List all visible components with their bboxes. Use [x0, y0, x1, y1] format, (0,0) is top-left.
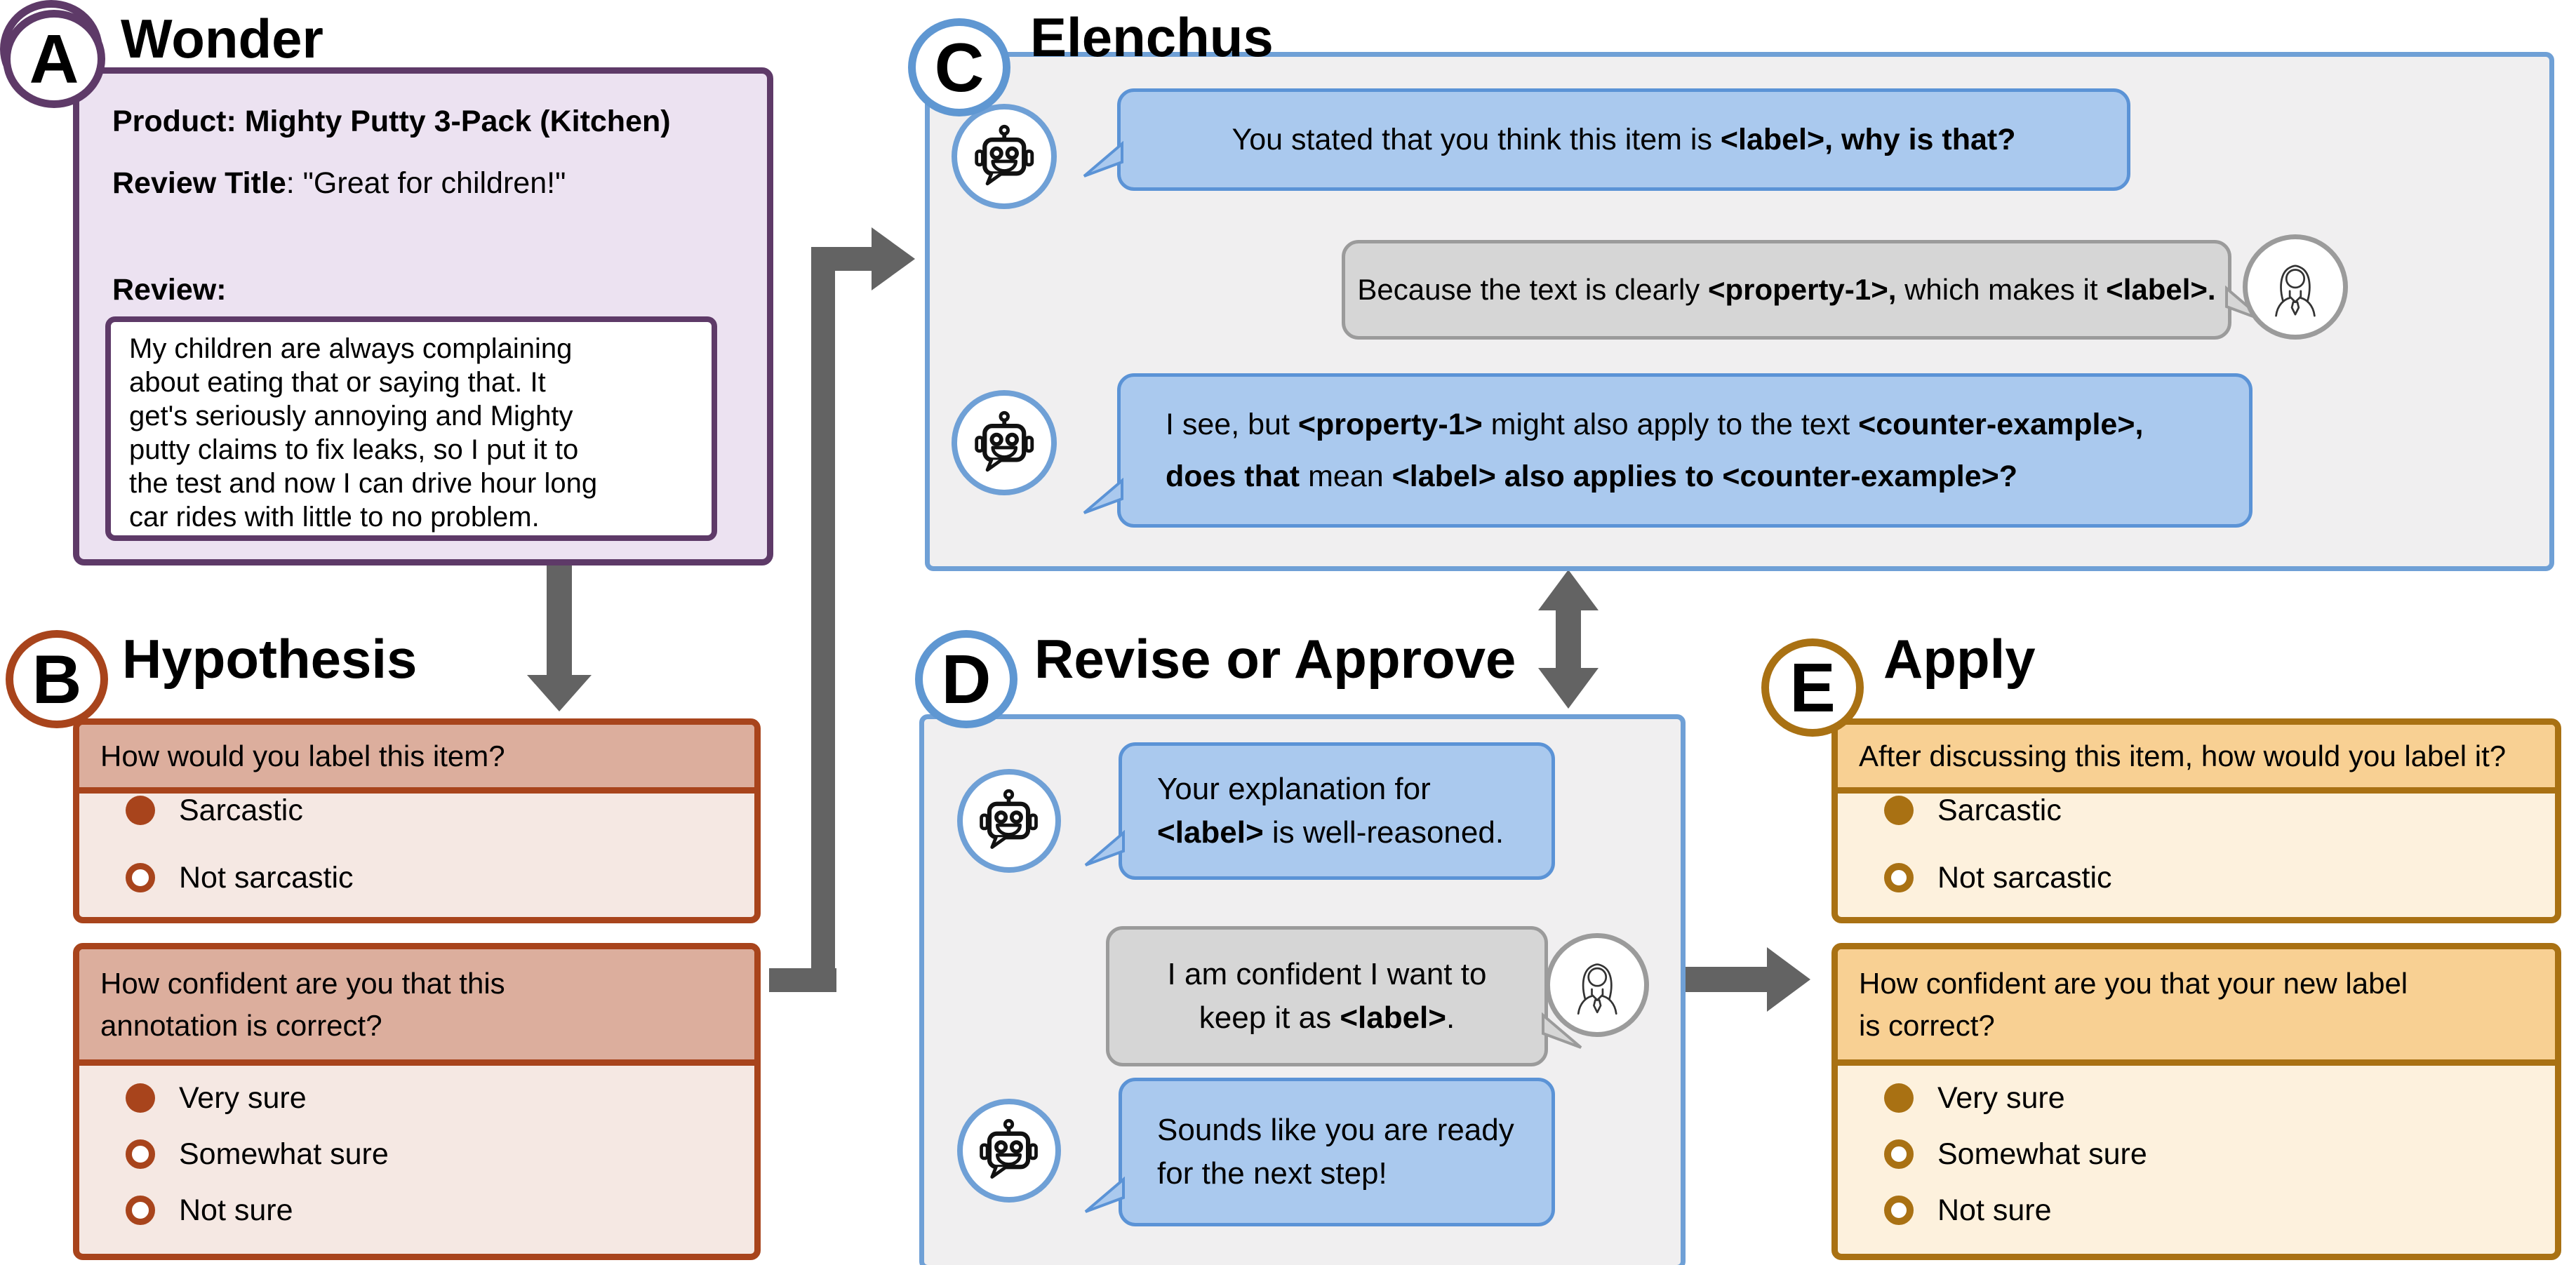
step-letter-a: A — [3, 10, 105, 108]
bubble-tail-icon — [1083, 478, 1123, 514]
radio-option-somewhat-sure[interactable]: Somewhat sure — [126, 1136, 389, 1172]
radio-icon[interactable] — [126, 796, 155, 825]
review-title-line: Review Title: "Great for children!" — [112, 166, 566, 200]
radio-option-not-sarcastic[interactable]: Not sarcastic — [1884, 859, 2112, 896]
person-icon — [2275, 265, 2316, 317]
arrow-b-to-c-segment-top — [811, 247, 873, 271]
radio-option-label[interactable]: Somewhat sure — [179, 1137, 389, 1171]
radio-option-label[interactable]: Very sure — [179, 1080, 307, 1115]
review-heading: Review: — [112, 273, 227, 307]
radio-icon[interactable] — [126, 1196, 155, 1225]
bubble-tail-icon — [1083, 141, 1123, 178]
radio-icon[interactable] — [1884, 1196, 1914, 1225]
robot-avatar — [952, 390, 1057, 495]
step-letter-e: E — [1761, 638, 1864, 737]
radio-option-sarcastic[interactable]: Sarcastic — [126, 792, 303, 829]
radio-icon[interactable] — [1884, 1083, 1914, 1113]
wonder-item-card: Product: Mighty Putty 3-Pack (Kitchen) R… — [73, 67, 773, 565]
revise-approve-chat-panel: Your explanation for<label> is well-reas… — [919, 714, 1686, 1265]
question-text: After discussing this item, how would yo… — [1838, 725, 2555, 794]
radio-option-label[interactable]: Somewhat sure — [1937, 1137, 2147, 1171]
robot-icon — [975, 410, 1034, 471]
radio-option-label[interactable]: Not sure — [179, 1193, 293, 1227]
person-icon — [1577, 963, 1617, 1015]
bubble-tail-icon — [1542, 1012, 1582, 1049]
radio-option-sarcastic[interactable]: Sarcastic — [1884, 792, 2062, 829]
chat-bubble-ai-approval: Your explanation for<label> is well-reas… — [1084, 742, 1555, 880]
apply-confidence-question-card: How confident are you that your new labe… — [1831, 943, 2561, 1260]
hypothesis-label-question-card: How would you label this item? Sarcastic… — [73, 718, 761, 923]
robot-avatar — [952, 104, 1057, 209]
radio-option-very-sure[interactable]: Very sure — [126, 1080, 307, 1116]
radio-option-somewhat-sure[interactable]: Somewhat sure — [1884, 1136, 2147, 1172]
elenchus-chat-panel: You stated that you think this item is <… — [925, 52, 2554, 571]
radio-icon[interactable] — [1884, 1139, 1914, 1169]
radio-option-not-sarcastic[interactable]: Not sarcastic — [126, 859, 354, 896]
panel-d-title: Revise or Approve — [1034, 628, 1516, 690]
arrow-b-to-c-head — [872, 227, 915, 290]
question-text: How confident are you that your new labe… — [1838, 949, 2555, 1066]
human-avatar — [1545, 933, 1649, 1037]
bubble-tail-icon — [1084, 1177, 1125, 1213]
product-line: Product: Mighty Putty 3-Pack (Kitchen) — [112, 105, 671, 138]
panel-e-title: Apply — [1883, 628, 2036, 690]
chat-bubble-ai-counterexample: I see, but <property-1> might also apply… — [1083, 373, 2253, 528]
panel-c-title: Elenchus — [1030, 6, 1274, 68]
chat-bubble-ai-question: You stated that you think this item is <… — [1083, 88, 2130, 191]
radio-option-label[interactable]: Sarcastic — [1937, 793, 2062, 827]
radio-icon[interactable] — [126, 1083, 155, 1113]
robot-icon — [980, 789, 1039, 850]
question-text: How would you label this item? — [79, 725, 754, 794]
radio-option-not-sure[interactable]: Not sure — [126, 1192, 293, 1229]
radio-option-label[interactable]: Not sarcastic — [179, 860, 354, 895]
step-letter-b: B — [6, 630, 108, 728]
arrow-d-to-e-head — [1767, 947, 1810, 1012]
chat-bubble-human-answer: Because the text is clearly <property-1>… — [1342, 240, 2266, 340]
step-letter-d: D — [915, 630, 1017, 728]
robot-avatar — [957, 1099, 1061, 1203]
human-avatar — [2243, 234, 2348, 340]
arrow-b-to-c-segment-vertical — [811, 247, 835, 992]
radio-option-label[interactable]: Not sure — [1937, 1193, 2052, 1227]
radio-icon[interactable] — [1884, 796, 1914, 825]
panel-b-title: Hypothesis — [122, 628, 418, 690]
arrow-c-d-head-up — [1538, 570, 1599, 610]
radio-icon[interactable] — [126, 863, 155, 892]
robot-avatar — [957, 769, 1061, 873]
robot-icon — [975, 124, 1034, 185]
radio-option-not-sure[interactable]: Not sure — [1884, 1192, 2052, 1229]
radio-option-very-sure[interactable]: Very sure — [1884, 1080, 2065, 1116]
radio-option-label[interactable]: Sarcastic — [179, 793, 303, 827]
arrow-c-d-shaft — [1556, 609, 1581, 669]
panel-a-title: Wonder — [121, 8, 323, 69]
radio-icon[interactable] — [126, 1139, 155, 1169]
radio-option-label[interactable]: Not sarcastic — [1937, 860, 2112, 895]
arrow-c-d-head-down — [1538, 668, 1599, 709]
step-letter-c: C — [908, 18, 1010, 116]
apply-label-question-card: After discussing this item, how would yo… — [1831, 718, 2561, 923]
radio-option-label[interactable]: Very sure — [1937, 1080, 2065, 1115]
radio-icon[interactable] — [1884, 863, 1914, 892]
bubble-tail-icon — [1084, 830, 1125, 866]
arrow-a-to-b-head — [527, 675, 592, 711]
robot-icon — [980, 1119, 1039, 1179]
arrow-a-to-b-shaft — [547, 558, 572, 678]
arrow-d-to-e-shaft — [1686, 967, 1768, 992]
